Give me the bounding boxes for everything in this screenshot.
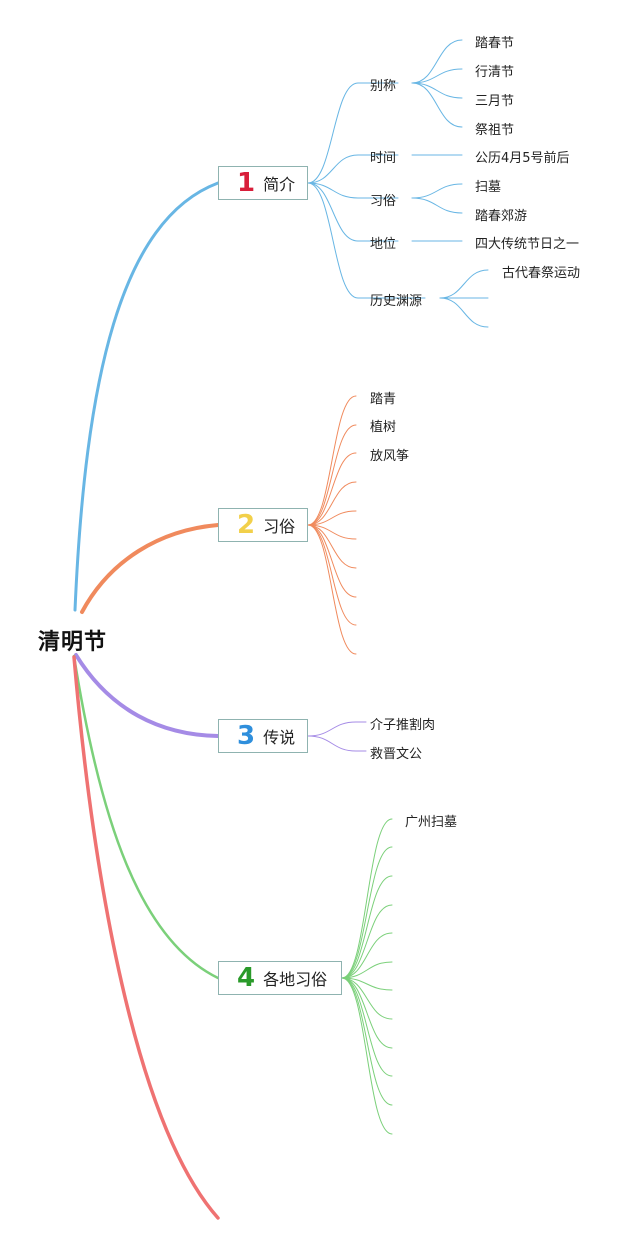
root-node-title: 清明节 <box>38 630 108 655</box>
sub-topic-history[interactable]: 历史渊源 <box>370 294 423 309</box>
regional-item[interactable]: 广州扫墓 <box>405 815 458 830</box>
sub-branch-line <box>307 524 357 655</box>
main-branch-line <box>72 655 220 1220</box>
alias-item[interactable]: 行清节 <box>475 65 515 80</box>
leaf-line <box>411 82 463 128</box>
sub-topic-time[interactable]: 时间 <box>370 151 397 166</box>
sub-branch-line <box>307 510 357 526</box>
legend-item[interactable]: 救晋文公 <box>370 747 423 762</box>
sub-branch-line <box>307 182 359 299</box>
sub-topic-customs[interactable]: 习俗 <box>370 194 397 209</box>
sub-topic-aliases[interactable]: 别称 <box>370 79 397 94</box>
alias-item[interactable]: 踏春节 <box>475 36 515 51</box>
leaf-line <box>411 82 463 99</box>
sub-branch-line <box>341 977 393 1049</box>
branch-number-4: 4 <box>237 963 256 993</box>
leaf-line <box>439 269 489 299</box>
branch-label-intro: 简介 <box>263 175 296 194</box>
sub-branch-line <box>307 721 357 737</box>
sub-branch-line <box>341 961 393 979</box>
branch-node-legends[interactable]: 3 传说 <box>218 719 308 753</box>
leaf-line <box>411 39 463 84</box>
sub-branch-line <box>341 977 393 1106</box>
leaf-line <box>411 68 463 84</box>
sub-branch-line <box>307 154 359 184</box>
branch-node-intro[interactable]: 1 简介 <box>218 166 308 200</box>
sub-branch-line <box>341 932 393 979</box>
main-branch-line <box>80 523 220 614</box>
branch-label-regional: 各地习俗 <box>263 970 328 989</box>
customs-item[interactable]: 放风筝 <box>370 449 410 464</box>
branch-node-regional[interactable]: 4 各地习俗 <box>218 961 342 995</box>
main-branch-line <box>73 181 220 612</box>
sub-branch-line <box>307 735 357 752</box>
sub-branch-line <box>341 846 393 979</box>
leaf-line <box>439 297 489 328</box>
sub-branch-line <box>307 524 357 598</box>
customs-item[interactable]: 踏青 <box>370 392 397 407</box>
sub-topic-status[interactable]: 地位 <box>370 237 397 252</box>
custom-item[interactable]: 踏春郊游 <box>475 209 528 224</box>
sub-branch-line <box>307 82 359 184</box>
leaf-line <box>411 197 463 214</box>
sub-branch-line <box>341 977 393 1135</box>
branch-node-customs[interactable]: 2 习俗 <box>218 508 308 542</box>
sub-branch-line <box>307 395 357 526</box>
customs-item[interactable]: 植树 <box>370 420 397 435</box>
sub-branch-line <box>307 424 357 526</box>
sub-branch-line <box>341 977 393 1077</box>
alias-item[interactable]: 祭祖节 <box>475 123 515 138</box>
sub-branch-line <box>307 182 359 199</box>
sub-branch-line <box>307 524 357 626</box>
branch-label-customs: 习俗 <box>263 517 296 536</box>
sub-branch-line <box>307 452 357 526</box>
leaf-line <box>411 183 463 199</box>
branch-number-2: 2 <box>237 510 256 540</box>
main-branch-line <box>72 654 220 980</box>
status-item[interactable]: 四大传统节日之一 <box>475 237 580 252</box>
branch-number-3: 3 <box>237 721 256 751</box>
custom-item[interactable]: 扫墓 <box>475 180 502 195</box>
alias-item[interactable]: 三月节 <box>475 94 515 109</box>
sub-branch-line <box>341 977 393 1020</box>
history-item[interactable]: 古代春祭运动 <box>502 266 581 281</box>
legend-item[interactable]: 介子推割肉 <box>370 718 436 733</box>
time-item[interactable]: 公历4月5号前后 <box>475 151 570 166</box>
branch-label-legends: 传说 <box>263 728 296 747</box>
branch-number-1: 1 <box>237 168 256 198</box>
sub-branch-line <box>307 524 357 569</box>
sub-branch-line <box>341 904 393 979</box>
sub-branch-line <box>307 481 357 526</box>
sub-branch-line <box>341 875 393 979</box>
sub-branch-line <box>341 818 393 979</box>
sub-branch-line <box>307 182 359 242</box>
main-branch-line <box>74 653 220 738</box>
